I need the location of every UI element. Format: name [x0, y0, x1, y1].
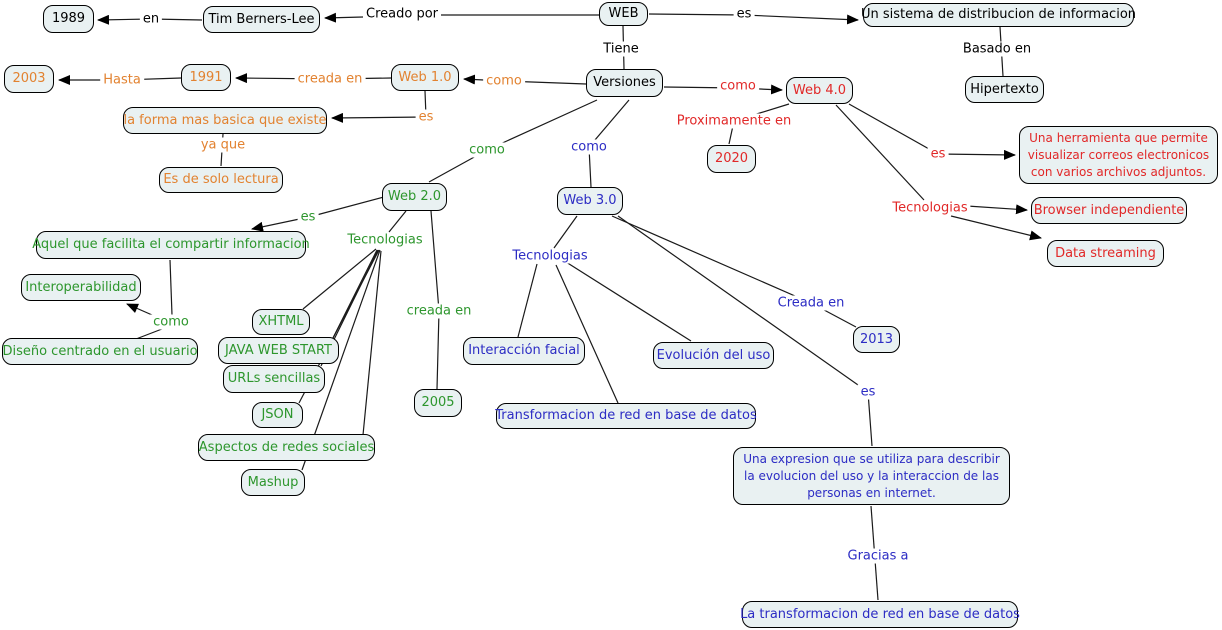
node-forma-basica[interactable]: la forma mas basica que existe [123, 107, 327, 134]
edge-facilita-como [169, 259, 173, 316]
node-web-3-0[interactable]: Web 3.0 [557, 187, 623, 215]
node-2020[interactable]: 2020 [707, 145, 756, 173]
label-tecnologias-web2[interactable]: Tecnologias [344, 232, 426, 248]
label-es-web4[interactable]: es [927, 146, 949, 162]
node-expresion[interactable]: Una expresion que se utiliza para descri… [733, 447, 1010, 505]
edge-web2-creadaen-2005 [430, 210, 440, 390]
node-facilita-compartir[interactable]: Aquel que facilita el compartir informac… [32, 231, 310, 259]
edge-tecnologias3-evolucion [565, 261, 692, 342]
edge-web1-es-forma [331, 90, 427, 123]
label-como2-web2[interactable]: como [150, 314, 192, 330]
node-data-streaming[interactable]: Data streaming [1047, 240, 1164, 267]
node-1989[interactable]: 1989 [43, 5, 94, 33]
node-urls-sencillas[interactable]: URLs sencillas [223, 365, 325, 393]
edge-tecnologias4-browser [966, 204, 1028, 215]
label-como-web1[interactable]: como [483, 73, 525, 89]
node-java-web-start[interactable]: JAVA WEB START [218, 337, 339, 364]
node-mashup[interactable]: Mashup [241, 469, 305, 496]
node-2005[interactable]: 2005 [414, 389, 462, 417]
edge-tecnologias4-datastreaming [950, 215, 1042, 241]
node-redes-sociales[interactable]: Aspectos de redes sociales [198, 434, 375, 461]
label-creada-en-web3[interactable]: Creada en [774, 295, 848, 311]
edge-tecnologias3-interaccion [517, 263, 538, 338]
label-es-root[interactable]: es [733, 6, 755, 22]
edge-tecnologias3-transformacion [555, 264, 619, 404]
node-la-transformacion-red[interactable]: La transformacion de red en base de dato… [740, 601, 1020, 628]
label-en[interactable]: en [139, 11, 163, 27]
node-web-2-0[interactable]: Web 2.0 [382, 183, 447, 211]
label-gracias-a[interactable]: Gracias a [844, 548, 912, 564]
node-solo-lectura[interactable]: Es de solo lectura [159, 167, 283, 193]
node-xhtml[interactable]: XHTML [252, 309, 310, 335]
node-interoperabilidad[interactable]: Interoperabilidad [21, 274, 141, 301]
label-es-web2[interactable]: es [297, 209, 319, 225]
node-herramienta-correos[interactable]: Una herramienta que permite visualizar c… [1019, 126, 1218, 184]
label-es-web3[interactable]: es [857, 384, 879, 400]
node-sistema-distribucion[interactable]: Un sistema de distribucion de informacio… [861, 3, 1136, 27]
label-como-web2[interactable]: como [466, 142, 508, 158]
node-interaccion-facial[interactable]: Interacción facial [463, 337, 585, 365]
node-web[interactable]: WEB [599, 2, 648, 26]
label-creado-por[interactable]: Creado por [363, 6, 441, 22]
label-tecnologias-web4[interactable]: Tecnologias [889, 200, 971, 216]
label-hasta[interactable]: Hasta [100, 72, 144, 88]
label-ya-que[interactable]: ya que [197, 137, 249, 153]
node-browser-independiente[interactable]: Browser independiente [1031, 197, 1187, 224]
node-1991[interactable]: 1991 [181, 64, 231, 91]
edge-como-diseno [135, 328, 163, 340]
edge-web2-tecnologias [388, 210, 407, 233]
label-creada-en-web2[interactable]: creada en [403, 303, 475, 319]
node-diseno-usuario[interactable]: Diseño centrado en el usuario [2, 338, 198, 365]
node-web-4-0[interactable]: Web 4.0 [786, 77, 853, 104]
label-es-web1[interactable]: es [415, 109, 437, 125]
edge-tecnologias2-xhtml [302, 248, 377, 310]
label-tecnologias-web3[interactable]: Tecnologias [509, 248, 591, 264]
node-web-1-0[interactable]: Web 1.0 [391, 64, 459, 91]
node-evolucion-uso[interactable]: Evolución del uso [653, 342, 774, 369]
label-basado-en[interactable]: Basado en [959, 41, 1035, 57]
label-como-web3[interactable]: como [568, 139, 610, 155]
edge-tecnologias2-mashup [301, 249, 381, 471]
label-proximamente-en[interactable]: Proximamente en [673, 113, 795, 129]
edge-web3-tecnologias [553, 215, 578, 249]
edge-tecnologias2-aspectos [362, 250, 382, 436]
node-2013[interactable]: 2013 [853, 326, 900, 353]
label-creada-en-web1[interactable]: creada en [294, 71, 366, 87]
edge-web4-tecnologias [835, 104, 925, 201]
node-versiones[interactable]: Versiones [586, 69, 663, 97]
node-transformacion-red[interactable]: Transformacion de red en base de datos [495, 403, 757, 429]
node-json[interactable]: JSON [252, 402, 303, 428]
label-como-web4[interactable]: como [717, 78, 759, 94]
node-tim-berners-lee[interactable]: Tim Berners-Lee [203, 6, 320, 33]
node-hipertexto[interactable]: Hipertexto [965, 76, 1044, 103]
label-tiene[interactable]: Tiene [600, 41, 642, 57]
node-2003[interactable]: 2003 [4, 65, 54, 93]
